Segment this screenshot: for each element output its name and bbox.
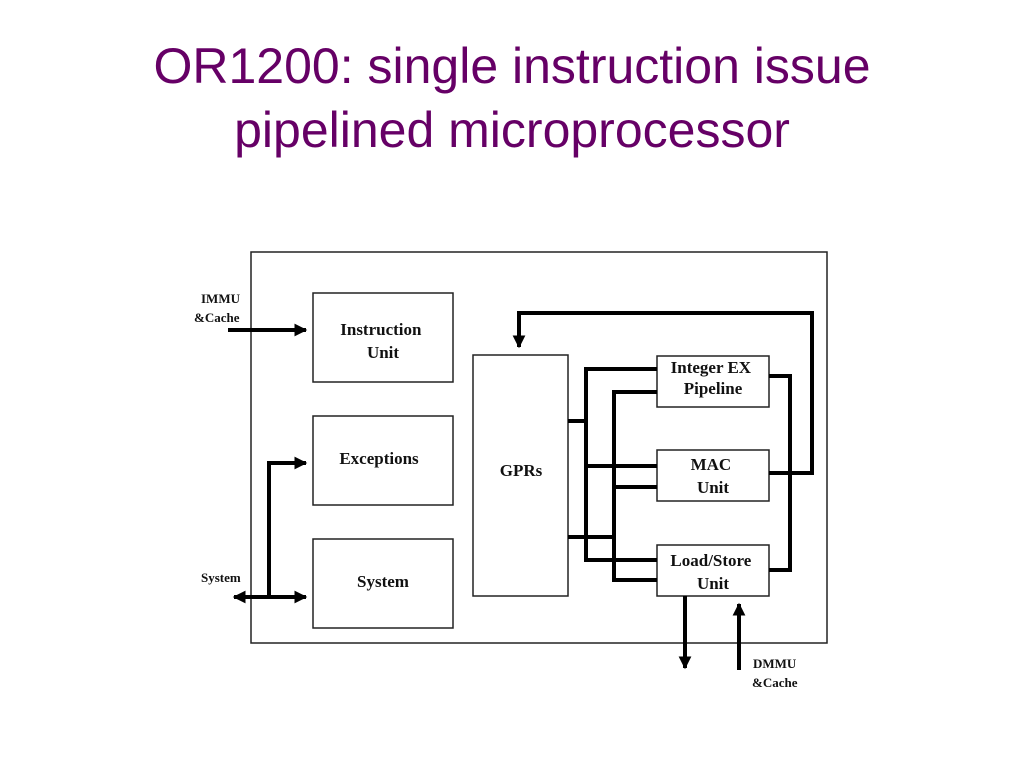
- system-block-label: System: [357, 572, 409, 591]
- dmmu-cache-label: DMMU &Cache: [752, 656, 800, 690]
- gpr-bus-a: [568, 367, 657, 423]
- mac-writeback: [512, 311, 814, 475]
- slide-title: OR1200: single instruction issue pipelin…: [0, 34, 1024, 162]
- exceptions-box: [312, 415, 454, 506]
- system-box: [312, 538, 454, 629]
- exceptions-label: Exceptions: [339, 449, 419, 468]
- instruction-unit-label: Instruction Unit: [340, 320, 425, 362]
- integer-ex-label: Integer EX Pipeline: [671, 358, 756, 398]
- instruction-unit-box: [312, 292, 454, 383]
- mac-unit-box: [656, 449, 770, 502]
- integer-ex-box: [656, 355, 770, 408]
- title-line-1: OR1200: single instruction issue: [153, 38, 871, 94]
- gprs-box: [472, 354, 569, 597]
- gprs-label: GPRs: [500, 461, 543, 480]
- system-external-label: System: [201, 570, 241, 585]
- title-line-2: pipelined microprocessor: [234, 102, 790, 158]
- mac-unit-label: MAC Unit: [691, 455, 736, 497]
- load-store-label: Load/Store Unit: [670, 551, 755, 593]
- exceptions-arrow: [267, 456, 308, 597]
- immu-cache-label: IMMU &Cache: [194, 291, 243, 325]
- gpr-bus-b-lsu: [612, 537, 657, 582]
- gpr-bus-a-lsu: [584, 421, 657, 562]
- load-store-box: [656, 544, 770, 597]
- cpu-frame: [250, 251, 828, 644]
